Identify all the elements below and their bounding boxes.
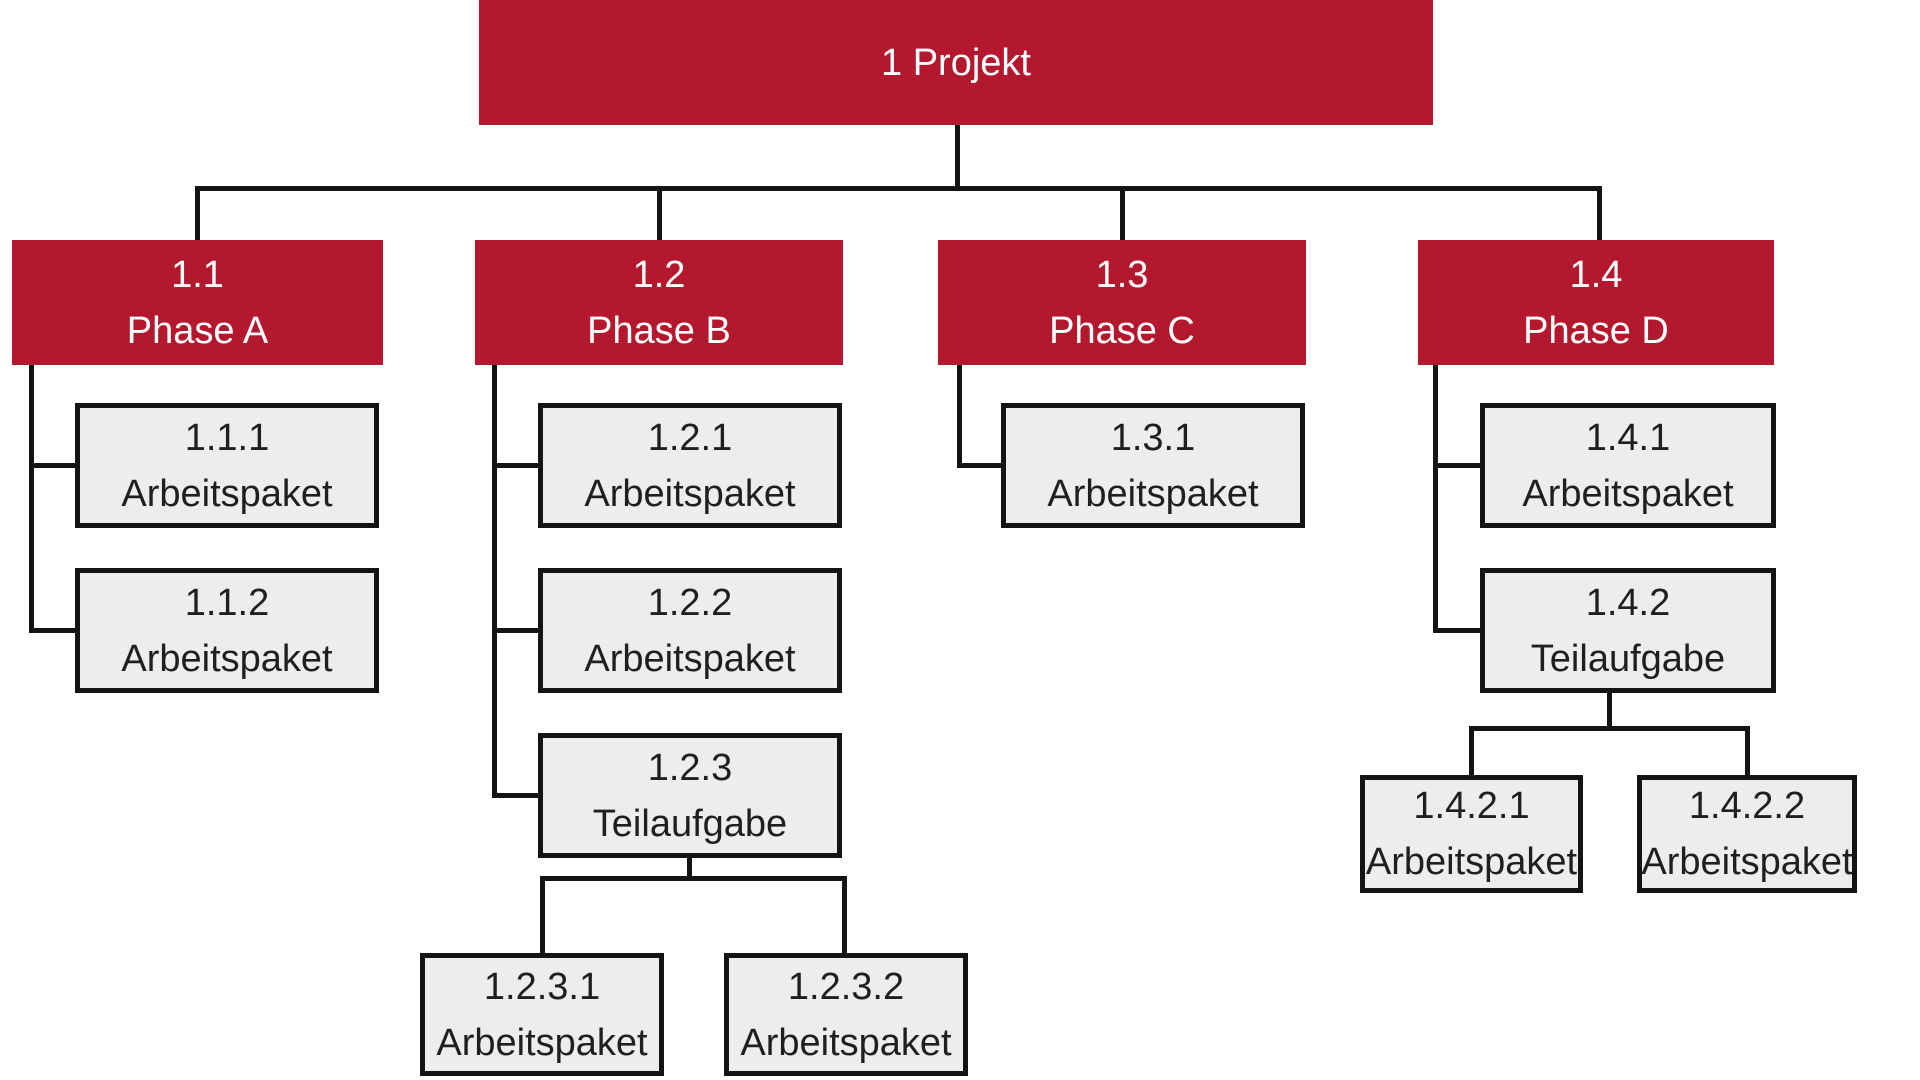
connector-1-2-3-bus: [540, 876, 847, 881]
connector-drop-phase-b: [657, 186, 662, 240]
node-label: Arbeitspaket: [584, 637, 796, 680]
node-label: Arbeitspaket: [1365, 841, 1578, 883]
node-1-4-2: 1.4.2 Teilaufgabe: [1480, 568, 1776, 693]
connector-elbow-1-4-1: [1433, 463, 1480, 468]
node-label: Arbeitspaket: [1522, 472, 1734, 515]
node-label: Phase D: [1523, 309, 1669, 352]
node-projekt: 1 Projekt: [479, 0, 1433, 125]
connector-1-4-2-bus: [1469, 726, 1750, 731]
node-1-2-2: 1.2.2 Arbeitspaket: [538, 568, 842, 693]
node-1-1-1: 1.1.1 Arbeitspaket: [75, 403, 379, 528]
connector-elbow-1-4-2: [1433, 628, 1480, 633]
node-phase-a: 1.1 Phase A: [12, 240, 383, 365]
node-code: 1.2.2: [647, 581, 733, 624]
node-code: 1.4.2: [1585, 581, 1671, 624]
connector-level1-bus: [195, 186, 1602, 191]
connector-elbow-1-1-1: [29, 463, 75, 468]
node-1-2-3-2: 1.2.3.2 Arbeitspaket: [724, 953, 968, 1076]
connector-root-drop: [955, 125, 960, 189]
node-code: 1.1.1: [184, 416, 270, 459]
node-1-4-1: 1.4.1 Arbeitspaket: [1480, 403, 1776, 528]
node-label: Arbeitspaket: [121, 637, 333, 680]
connector-drop-phase-d: [1597, 186, 1602, 240]
node-1-2-3-1: 1.2.3.1 Arbeitspaket: [420, 953, 664, 1076]
connector-drop-1-2-3-1: [540, 876, 545, 953]
connector-drop-1-2-3-2: [842, 876, 847, 953]
connector-1-4-2-drop: [1607, 693, 1612, 731]
connector-elbow-1-2-2: [492, 628, 538, 633]
node-phase-c: 1.3 Phase C: [938, 240, 1306, 365]
node-label: Arbeitspaket: [121, 472, 333, 515]
node-code: 1.4.2.1: [1413, 785, 1530, 827]
connector-drop-phase-a: [195, 186, 200, 240]
connector-trunk-phase-a: [29, 365, 34, 631]
connector-1-2-3-drop: [687, 858, 692, 881]
connector-elbow-1-1-2: [29, 628, 75, 633]
node-code: 1.3: [1095, 253, 1149, 296]
node-label: Teilaufgabe: [1530, 637, 1726, 680]
connector-trunk-phase-c: [957, 365, 962, 468]
node-code: 1.4.1: [1585, 416, 1671, 459]
node-projekt-label: 1 Projekt: [881, 41, 1031, 84]
node-code: 1.1.2: [184, 581, 270, 624]
node-code: 1.4.2.2: [1688, 785, 1806, 827]
node-label: Arbeitspaket: [436, 1021, 648, 1064]
node-label: Arbeitspaket: [584, 472, 796, 515]
node-code: 1.2.1: [647, 416, 733, 459]
node-label: Phase A: [126, 309, 269, 352]
node-label: Phase C: [1049, 309, 1195, 352]
node-phase-d: 1.4 Phase D: [1418, 240, 1774, 365]
connector-drop-1-4-2-2: [1745, 726, 1750, 775]
node-1-2-3: 1.2.3 Teilaufgabe: [538, 733, 842, 858]
connector-drop-phase-c: [1120, 186, 1125, 240]
node-code: 1.2.3: [647, 746, 733, 789]
node-code: 1.2: [632, 253, 686, 296]
node-code: 1.1: [171, 253, 224, 296]
node-code: 1.4: [1569, 253, 1623, 296]
node-1-1-2: 1.1.2 Arbeitspaket: [75, 568, 379, 693]
node-phase-b: 1.2 Phase B: [475, 240, 843, 365]
connector-elbow-1-2-3: [492, 793, 538, 798]
node-label: Arbeitspaket: [1047, 472, 1259, 515]
connector-drop-1-4-2-1: [1469, 726, 1474, 775]
node-1-4-2-1: 1.4.2.1 Arbeitspaket: [1360, 775, 1583, 893]
node-code: 1.3.1: [1110, 416, 1196, 459]
node-label: Arbeitspaket: [1641, 841, 1853, 883]
connector-trunk-phase-b: [492, 365, 497, 797]
connector-trunk-phase-d: [1433, 365, 1438, 631]
node-label: Teilaufgabe: [592, 802, 788, 845]
connector-elbow-1-3-1: [957, 463, 1001, 468]
node-1-2-1: 1.2.1 Arbeitspaket: [538, 403, 842, 528]
node-code: 1.2.3.1: [483, 965, 601, 1008]
node-label: Arbeitspaket: [740, 1021, 952, 1064]
node-label: Phase B: [587, 309, 731, 352]
node-1-4-2-2: 1.4.2.2 Arbeitspaket: [1637, 775, 1857, 893]
connector-elbow-1-2-1: [492, 463, 538, 468]
node-code: 1.2.3.2: [787, 965, 905, 1008]
node-1-3-1: 1.3.1 Arbeitspaket: [1001, 403, 1305, 528]
